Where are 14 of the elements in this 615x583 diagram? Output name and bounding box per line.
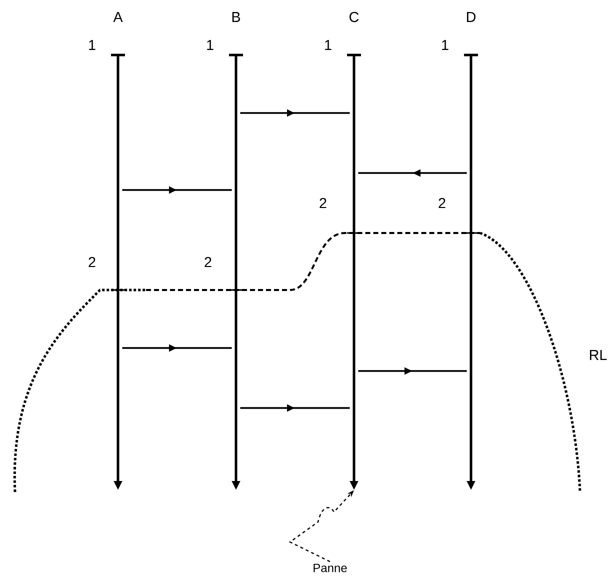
checkpoint-number: 1: [325, 40, 332, 50]
process-label: A: [113, 12, 123, 22]
checkpoint-number: 1: [89, 40, 96, 50]
checkpoint-number: 1: [207, 40, 214, 50]
checkpoint-number: 2: [88, 256, 96, 268]
checkpoint-number: 2: [204, 256, 212, 268]
recovery-line-label: RL: [590, 350, 607, 360]
checkpoint-number: 2: [438, 198, 446, 208]
checkpoint-number: 2: [320, 198, 326, 208]
process-label: C: [350, 12, 359, 22]
checkpoint-number: 1: [442, 40, 448, 50]
failure-label: Panne: [314, 564, 347, 572]
process-label: D: [466, 12, 476, 22]
process-label: B: [232, 12, 240, 22]
